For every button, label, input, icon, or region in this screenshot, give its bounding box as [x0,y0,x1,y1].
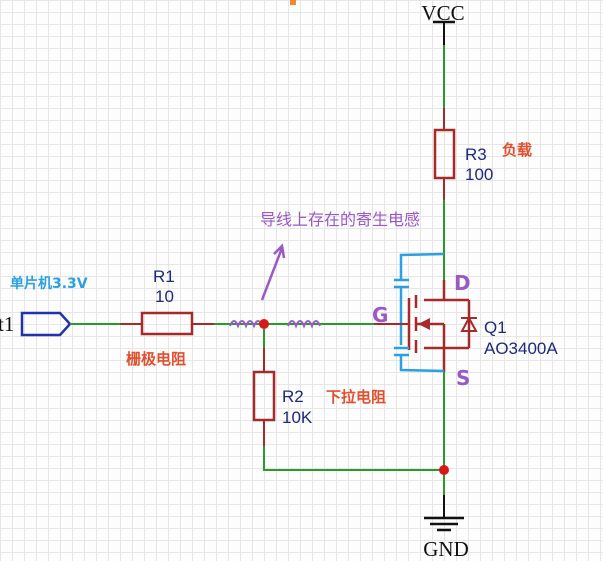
resistor-r3[interactable] [433,128,456,180]
r3-value: 100 [465,165,493,184]
r2-ref: R2 [282,387,304,406]
port-annotation: 单片机3.3V [10,275,88,292]
input-port[interactable] [20,311,72,337]
gate-pin-label: G [372,303,388,327]
junction-gate-node [259,319,269,329]
port-name: t1 [0,312,14,336]
inductor-coil-left-icon [229,320,263,329]
r1-ref: R1 [153,267,175,286]
q1-ref: Q1 [484,318,507,337]
mosfet-arrow-icon [418,318,430,330]
r3-annotation: 负载 [502,141,532,159]
source-pin-label: S [456,366,470,390]
r2-annotation: 下拉电阻 [326,388,386,406]
r3-ref: R3 [465,145,487,164]
r1-value: 10 [155,287,174,306]
wire-r2-gnd[interactable] [263,446,444,471]
parasitic-capacitance-drawing [394,252,445,373]
resistor-r1[interactable] [140,311,194,336]
junction-gnd-node [439,465,449,475]
r2-value: 10K [282,408,313,427]
resistor-r2[interactable] [252,370,276,422]
annotation-arrow-icon [260,243,286,301]
q1-value: AO3400A [484,339,558,358]
parasitic-inductance-note: 导线上存在的寄生电感 [260,210,420,229]
drain-pin-label: D [454,271,471,295]
ground-icon [424,516,464,532]
inductor-coil-right-icon [287,320,321,329]
r1-annotation: 栅极电阻 [126,350,186,368]
body-diode-icon [460,315,478,332]
orange-mark [290,0,296,5]
gnd-label: GND [423,537,469,561]
